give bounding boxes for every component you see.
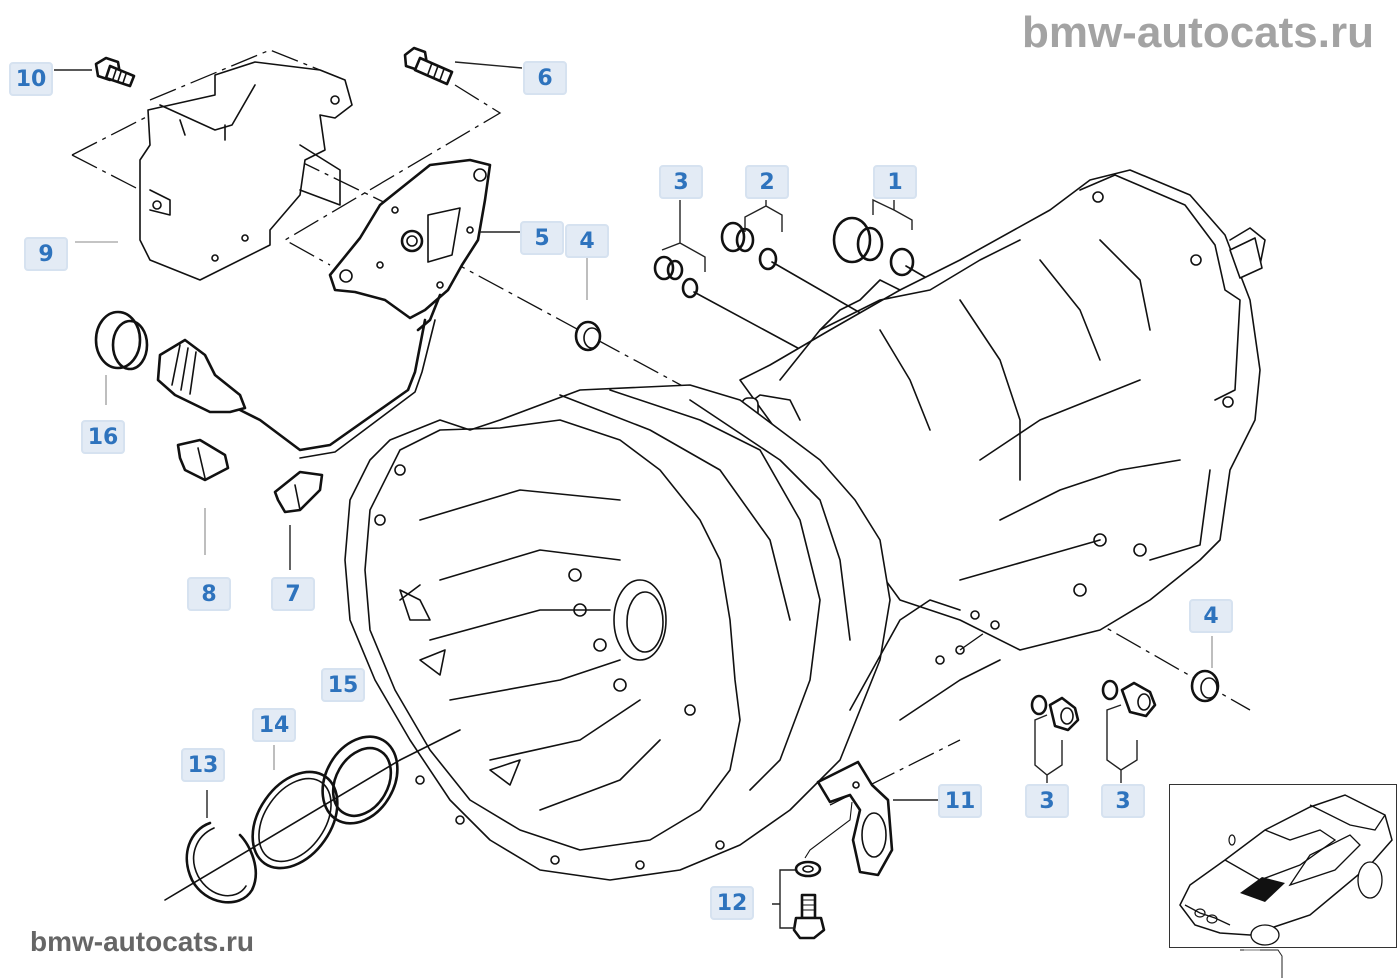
hood-highlight <box>1240 877 1285 902</box>
part-4-cap-right <box>1190 669 1220 703</box>
callout-13[interactable]: 13 <box>181 748 225 782</box>
callout-14[interactable]: 14 <box>252 708 296 742</box>
callout-5[interactable]: 5 <box>520 221 564 255</box>
callout-8[interactable]: 8 <box>187 577 231 611</box>
part-12-bolt-washer <box>792 860 826 940</box>
thumbnail-connector-line <box>1240 949 1283 978</box>
part-1-plug <box>832 216 931 281</box>
part-9-shield-bracket <box>139 61 353 281</box>
leader-lines <box>54 61 1213 929</box>
part-13-snap-ring <box>185 821 257 904</box>
callout-6[interactable]: 6 <box>523 61 567 95</box>
callout-10[interactable]: 10 <box>9 62 53 96</box>
callout-1[interactable]: 1 <box>873 165 917 199</box>
vehicle-location-thumbnail[interactable] <box>1169 784 1397 948</box>
part-7-clip <box>273 470 324 514</box>
callout-2[interactable]: 2 <box>745 165 789 199</box>
part-15-shaft-seal <box>321 735 399 825</box>
part-6-bolt <box>403 46 454 86</box>
part-3-plug-bottom-right <box>1101 679 1157 718</box>
callout-11[interactable]: 11 <box>938 784 982 818</box>
callout-3-bottom-right[interactable]: 3 <box>1101 784 1145 818</box>
ring-axis-line <box>164 759 401 901</box>
part-2-plug <box>720 221 891 331</box>
part-8-clip <box>176 438 230 482</box>
part-11-bracket <box>804 760 894 877</box>
transmission-housing <box>344 169 1266 881</box>
part-5-valve-plate <box>238 158 492 459</box>
ring-axis-line-2 <box>399 729 461 761</box>
callout-4-right[interactable]: 4 <box>1189 599 1233 633</box>
part-10-bolt <box>94 56 136 88</box>
callout-16[interactable]: 16 <box>81 420 125 454</box>
callout-3-top[interactable]: 3 <box>659 165 703 199</box>
part-4-cap-top <box>574 320 602 352</box>
callout-9[interactable]: 9 <box>24 237 68 271</box>
part-16-connector <box>94 310 247 414</box>
car-outline-icon <box>1179 794 1393 946</box>
callout-7[interactable]: 7 <box>271 577 315 611</box>
callout-3-bottom-left[interactable]: 3 <box>1025 784 1069 818</box>
watermark-bottom: bmw-autocats.ru <box>30 926 255 957</box>
part-3-plug-top <box>653 255 821 361</box>
watermark-top: bmw-autocats.ru <box>1021 8 1374 57</box>
callout-12[interactable]: 12 <box>710 886 754 920</box>
part-3-plug-bottom-left <box>1030 694 1080 732</box>
callout-15[interactable]: 15 <box>321 668 365 702</box>
callout-4-top[interactable]: 4 <box>565 224 609 258</box>
